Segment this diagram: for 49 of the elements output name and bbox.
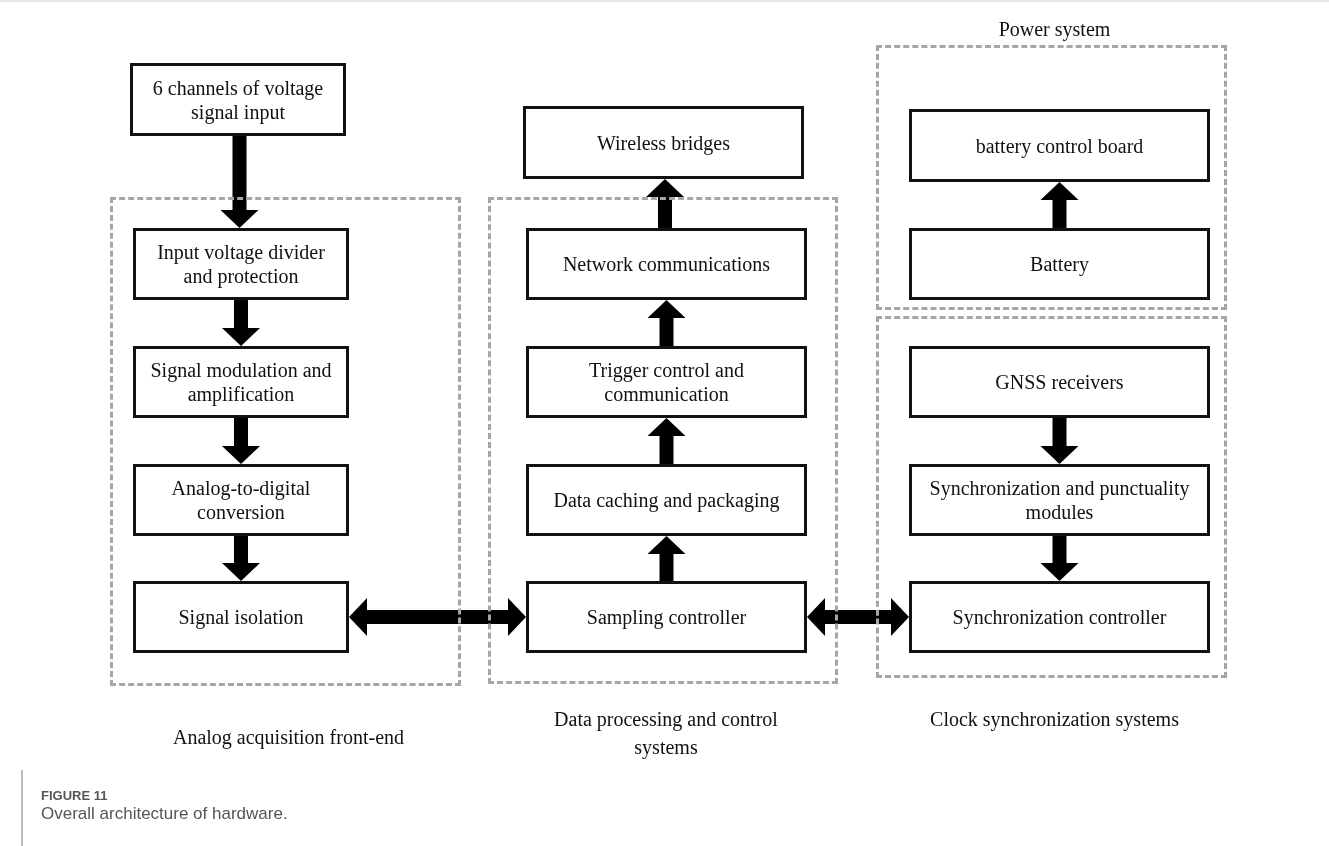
- box-label: Trigger control and communication: [588, 358, 745, 406]
- group-label: Power system: [997, 17, 1112, 43]
- box-label: Sampling controller: [586, 605, 747, 629]
- box-label: Data caching and packaging: [553, 488, 780, 512]
- box-label: 6 channels of voltage signal input: [151, 75, 325, 124]
- arrow: [222, 300, 260, 346]
- box-label: Analog-to-digital conversion: [170, 476, 312, 524]
- process-box: [909, 581, 1210, 653]
- process-box: [523, 106, 804, 179]
- box-label: Battery: [1030, 252, 1089, 276]
- box-label: Wireless bridges: [596, 130, 730, 155]
- process-box: [909, 228, 1210, 300]
- process-box: [133, 228, 349, 300]
- process-box: [909, 464, 1210, 536]
- process-box: [526, 581, 807, 653]
- double-arrow: [349, 598, 526, 636]
- process-box: [133, 464, 349, 536]
- box-label: Signal modulation and amplification: [149, 358, 333, 406]
- arrow: [647, 418, 686, 464]
- box-label: GNSS receivers: [995, 370, 1124, 394]
- process-box: [133, 581, 349, 653]
- double-arrow: [807, 598, 909, 636]
- arrow: [647, 536, 686, 581]
- box-label: Input voltage divider and protection: [156, 240, 326, 288]
- arrow: [222, 536, 260, 581]
- box-label: Synchronization and punctuality modules: [928, 476, 1191, 524]
- figure-number: FIGURE 11: [41, 788, 108, 803]
- process-box: [526, 464, 807, 536]
- process-box: [526, 346, 807, 418]
- box-label: Synchronization controller: [952, 605, 1167, 629]
- arrow: [1040, 536, 1079, 581]
- figure-caption: Overall architecture of hardware.: [41, 804, 288, 824]
- process-box: [526, 228, 807, 300]
- box-label: Signal isolation: [178, 605, 304, 629]
- group-label: Data processing and control systems: [553, 707, 779, 761]
- arrow: [220, 136, 259, 228]
- process-box: [909, 346, 1210, 418]
- arrow: [222, 418, 260, 464]
- process-box: [909, 109, 1210, 182]
- group-label: Analog acquisition front-end: [171, 725, 406, 751]
- box-label: Network communications: [562, 252, 771, 276]
- process-box: [130, 63, 346, 136]
- arrow: [647, 300, 686, 346]
- arrow: [646, 179, 684, 228]
- group-label: Clock synchronization systems: [929, 707, 1180, 733]
- arrow: [1040, 418, 1079, 464]
- box-label: battery control board: [975, 133, 1144, 158]
- process-box: [133, 346, 349, 418]
- arrow: [1040, 182, 1079, 228]
